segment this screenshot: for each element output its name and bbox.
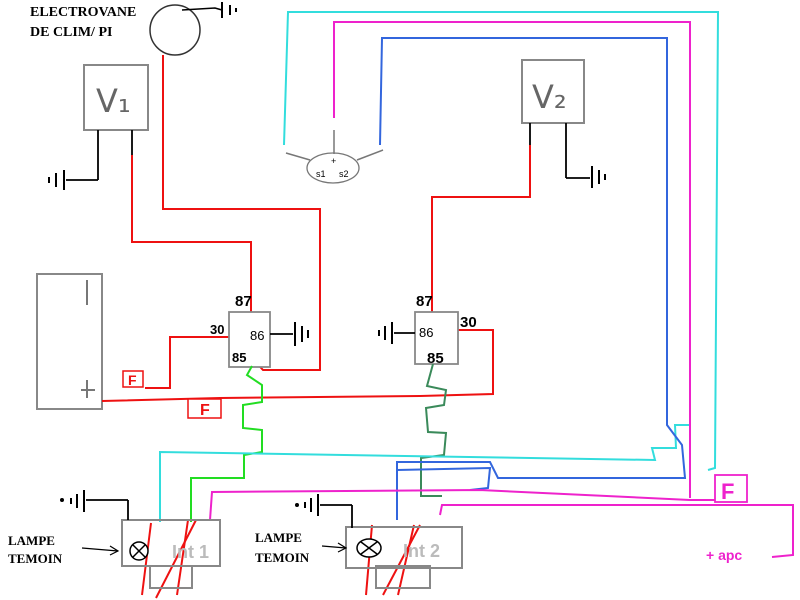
v2-ground-icon: [591, 166, 606, 188]
int1-label: Int 1: [172, 542, 209, 562]
sensor-body: [306, 152, 360, 184]
blue-wires: [379, 37, 687, 520]
fuse-small-label: F: [128, 372, 137, 388]
v2-label: V₂: [532, 78, 567, 116]
sensor-s1: s1: [316, 169, 326, 179]
sensor-plus: +: [331, 156, 336, 166]
electrovane-label-line1: ELECTROVANE: [30, 5, 136, 20]
fuse-right-label: F: [721, 479, 734, 504]
fan-v2: V₂: [521, 59, 606, 188]
v1-ground-icon: [48, 170, 65, 190]
apc-label: + apc: [706, 547, 742, 563]
pressure-sensor: + s1 s2: [285, 130, 384, 184]
electrovane-ground-icon: [221, 2, 237, 18]
relay2-ground-icon: [378, 322, 393, 344]
switch-int2: Int 2 LAMPE TEMOIN: [255, 494, 463, 589]
fan-v1: V₁: [48, 64, 149, 190]
relay2-30: 30: [460, 314, 477, 331]
lampe2-line1: LAMPE: [255, 530, 302, 545]
v1-box: [83, 64, 149, 131]
lampe2-line2: TEMOIN: [255, 550, 310, 565]
fuse-mid: F: [187, 398, 222, 419]
relay1-ground-icon: [294, 322, 309, 346]
green-wires: [190, 363, 448, 522]
relay2-box: [414, 311, 459, 365]
relay1-85: 85: [232, 350, 246, 365]
electrovane-label-line2: DE CLIM/ PI: [30, 25, 112, 40]
int1-ground-icon: [60, 490, 85, 512]
relay1-box: [228, 311, 271, 368]
int2-ground-icon: [295, 494, 319, 516]
magenta-wires: [209, 21, 794, 558]
left-box: [36, 273, 103, 410]
int2-label: Int 2: [403, 541, 440, 561]
lampe1-arrow-icon: [109, 545, 120, 556]
v2-box: [521, 59, 585, 124]
left-box-outline: [36, 273, 103, 410]
lampe2-arrow-icon: [337, 542, 348, 553]
relay2-87: 87: [416, 293, 433, 310]
relay2-86: 86: [419, 325, 433, 340]
fuse-small: F: [122, 370, 144, 388]
lampe1-line1: LAMPE: [8, 533, 55, 548]
relay1-30: 30: [210, 322, 224, 337]
electrovane-ground-wire: [181, 7, 223, 11]
lampe1-line2: TEMOIN: [8, 551, 63, 566]
relay2-85: 85: [427, 350, 444, 367]
int2-lamp-icon: [356, 538, 382, 558]
fuse-mid-label: F: [200, 402, 210, 419]
electrovane: ELECTROVANE DE CLIM/ PI: [30, 2, 237, 56]
v1-label: V₁: [96, 82, 131, 120]
relay-2: 87 30 86 85: [378, 293, 477, 367]
relay1-87: 87: [235, 293, 252, 310]
int1-lamp-icon: [129, 541, 149, 561]
sensor-s2: s2: [339, 169, 349, 179]
electrovane-circle: [149, 4, 201, 56]
fuse-right: F: [714, 474, 748, 504]
relay1-86: 86: [250, 328, 264, 343]
switch-int1: Int 1 LAMPE TEMOIN: [8, 490, 221, 589]
relay-1: 87 30 86 85: [210, 293, 309, 368]
cyan-wires: [159, 11, 720, 522]
